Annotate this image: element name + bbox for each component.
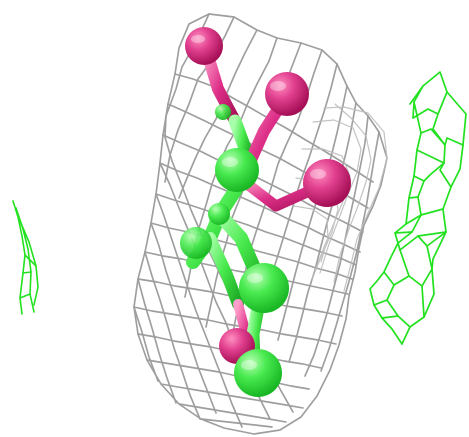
carbon-atom xyxy=(239,263,289,313)
oxygen-atom xyxy=(185,27,223,65)
carbon-atom xyxy=(215,148,259,192)
ligand-stick-and-ball-model xyxy=(180,27,351,397)
left-green-mesh-fragment xyxy=(12,200,39,315)
oxygen-atom xyxy=(265,72,309,116)
oxygen-atom xyxy=(303,159,351,207)
right-green-mesh-fragment xyxy=(369,71,467,345)
carbon-atom xyxy=(180,227,212,259)
ligand-atoms xyxy=(180,27,351,397)
carbon-atom xyxy=(234,349,282,397)
carbon-atom xyxy=(215,104,231,120)
ligand-highlights xyxy=(191,35,326,370)
carbon-atom xyxy=(208,203,230,225)
